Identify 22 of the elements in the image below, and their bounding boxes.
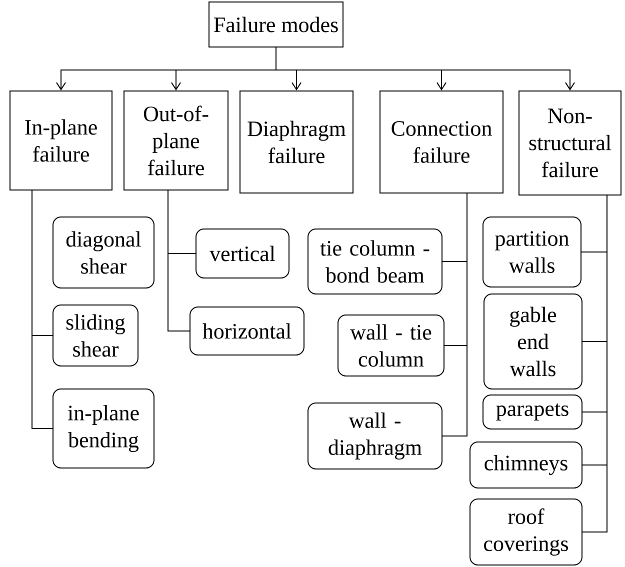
sub-mode-box: vertical (196, 228, 290, 278)
sub-mode-box: horizontal (190, 306, 304, 356)
branch-line (168, 190, 190, 332)
sub-mode-box: partition walls (482, 216, 582, 288)
root-box: Failure modes (208, 2, 344, 48)
category-box: Diaphragm failure (240, 90, 354, 194)
category-box: Out-of-plane failure (124, 90, 228, 190)
sub-mode-box: roof coverings (470, 498, 582, 566)
sub-mode-box: sliding shear (52, 304, 138, 366)
sub-mode-box: in-plane bending (52, 388, 154, 468)
sub-mode-box: chimneys (470, 442, 582, 488)
category-box: Non-structural failure (518, 90, 622, 196)
sub-mode-box: wall - tie column (338, 314, 444, 376)
sub-mode-box: gable end walls (484, 294, 582, 390)
sub-mode-box: wall - diaphragm (308, 402, 442, 470)
sub-mode-box: tie column - bond beam (308, 228, 442, 294)
sub-mode-box: parapets (482, 394, 582, 430)
sub-mode-box: diagonal shear (52, 216, 154, 288)
branch-line (442, 193, 468, 436)
category-box: In-plane failure (10, 90, 112, 190)
category-box: Connection failure (380, 90, 504, 194)
branch-line (32, 190, 53, 429)
